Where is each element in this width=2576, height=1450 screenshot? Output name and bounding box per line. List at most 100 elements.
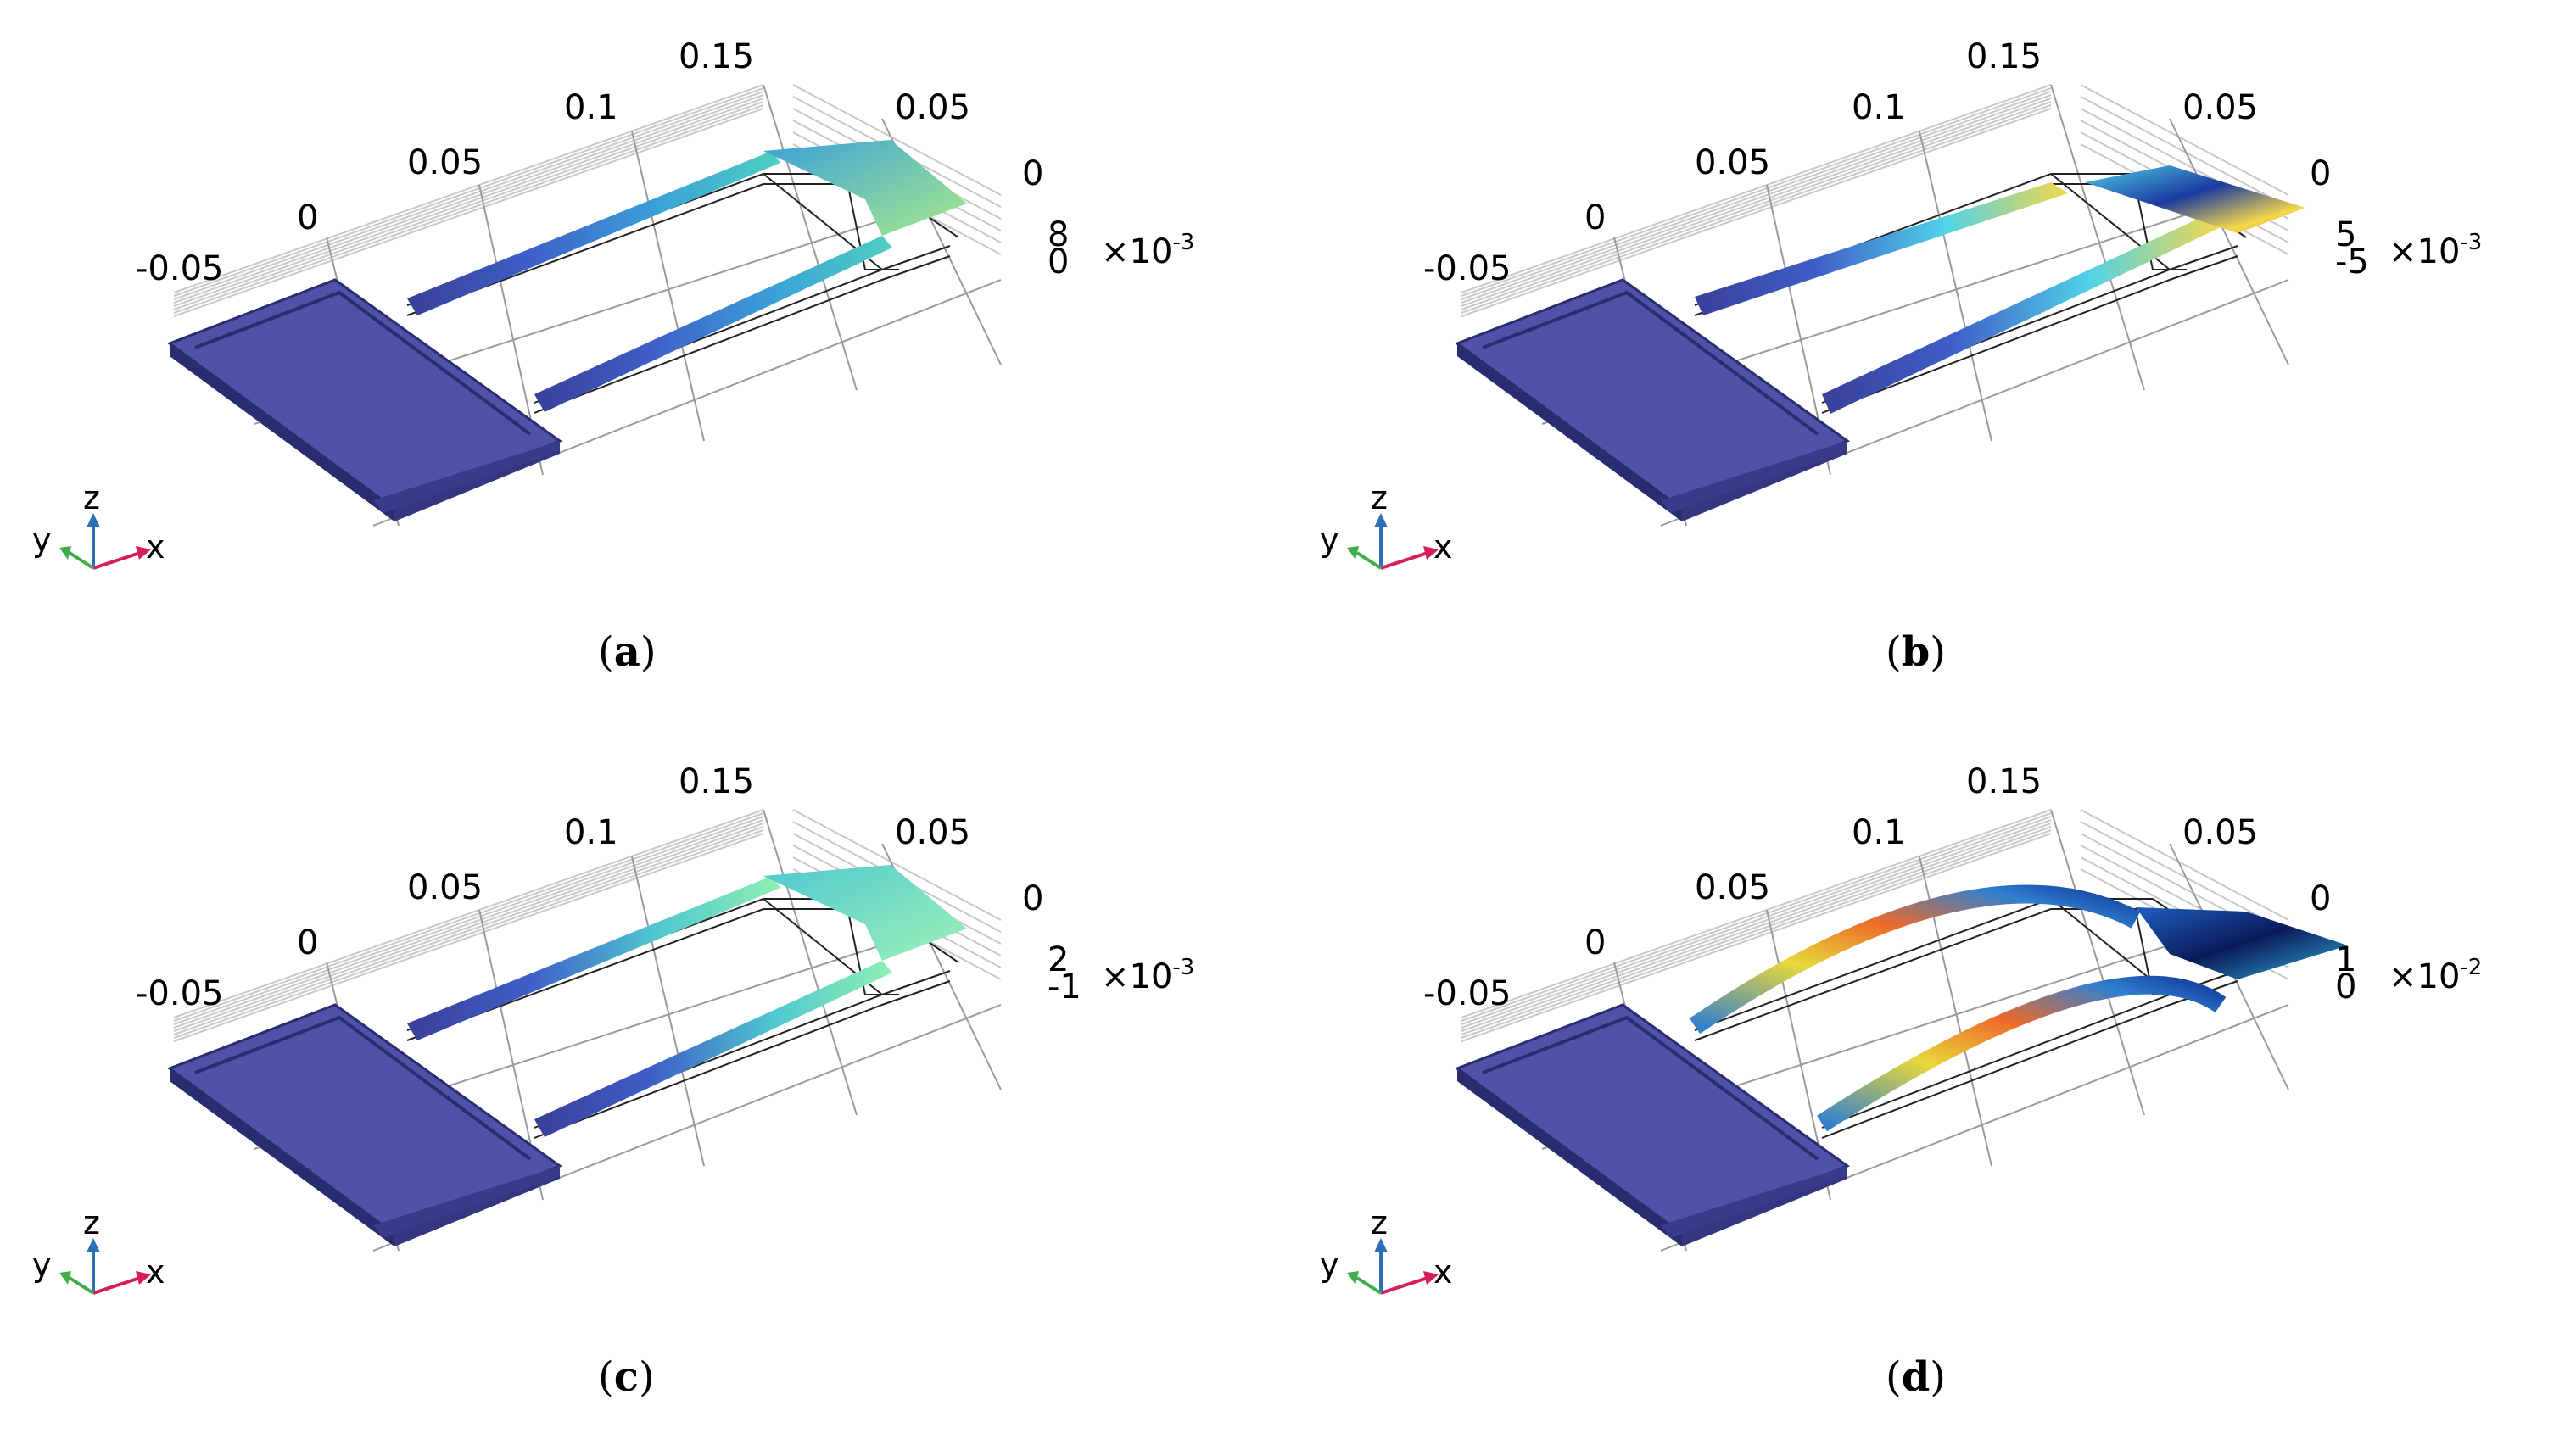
triad-z-label: z (83, 479, 100, 516)
caption-letter: b (1902, 628, 1931, 676)
x-tick-label: 0 (297, 923, 318, 962)
y-tick-label: 0 (2310, 879, 2331, 918)
panel-caption: (d) (1886, 1353, 1946, 1401)
y-tick-label: 0 (2310, 154, 2331, 193)
z-tick-label: 1 (2335, 940, 2356, 979)
axis-triad: z x y (32, 479, 165, 570)
triad-x-label: x (146, 528, 165, 566)
x-tick-label: -0.05 (1423, 974, 1512, 1013)
caption-letter: c (614, 1353, 639, 1401)
x-tick-label: -0.05 (136, 974, 224, 1013)
z-tick-labels: 10 (2335, 940, 2356, 1007)
tip-mass (2136, 907, 2348, 979)
y-tick-labels: 0.05 0 (2182, 813, 2331, 918)
deformed-beams (407, 876, 892, 1137)
exponent-power: -3 (2460, 230, 2482, 255)
y-tick-label: 0.05 (895, 88, 970, 127)
axis-triad: zxy (32, 1204, 165, 1295)
exponent-power: -2 (2460, 955, 2482, 980)
exponent-power: -3 (1172, 230, 1194, 255)
z-tick-label: 0 (2335, 968, 2356, 1007)
base-plate (1454, 1003, 1851, 1246)
exponent-base: ×10 (1101, 957, 1172, 996)
x-tick-label: 0.15 (679, 762, 754, 801)
x-tick-label: 0 (1584, 198, 1606, 237)
triad-y-label: y (32, 1246, 52, 1284)
x-tick-label: 0.05 (1695, 868, 1770, 907)
x-tick-label: 0 (1584, 923, 1606, 962)
z-tick-label: 5 (2335, 215, 2356, 254)
z-tick-labels: 80 (1048, 215, 1069, 282)
panel-caption: (b) (1886, 628, 1946, 676)
x-tick-label: 0.15 (1966, 37, 2042, 76)
x-tick-label: 0.1 (564, 813, 618, 852)
tip-mass (763, 140, 967, 236)
triad-z-label: z (1371, 479, 1388, 516)
z-tick-label: 0 (1048, 243, 1069, 282)
z-tick-labels: 5-5 (2335, 215, 2369, 282)
base-plate (1454, 278, 1851, 521)
exponent-label: ×10-3 (1101, 230, 1194, 271)
exponent-label: ×10-3 (2389, 230, 2482, 271)
x-tick-labels: -0.05 0 0.05 0.1 0.15 (136, 762, 754, 1013)
x-tick-label: 0.05 (407, 143, 483, 182)
y-tick-labels: 0.05 0 (895, 813, 1043, 918)
z-tick-labels: 2-1 (1048, 940, 1081, 1007)
triad-y-label: y (1320, 1246, 1339, 1284)
triad-x-label: x (1433, 528, 1453, 566)
exponent-label: ×10-2 (2389, 955, 2482, 996)
x-tick-label: 0 (297, 198, 318, 237)
exponent-base: ×10 (1101, 232, 1172, 271)
x-tick-label: 0.1 (1852, 813, 1906, 852)
y-tick-label: 0.05 (895, 813, 970, 852)
z-tick-label: -5 (2335, 243, 2369, 282)
z-tick-label: -1 (1048, 968, 1081, 1007)
y-tick-labels: 0.05 0 (895, 88, 1043, 193)
y-tick-label: 0 (1022, 879, 1043, 918)
grid-planes (1461, 809, 2289, 1042)
triad-z-label: z (1371, 1204, 1388, 1241)
exponent-base: ×10 (2389, 957, 2460, 996)
y-tick-label: 0.05 (2182, 813, 2258, 852)
base-plate (166, 278, 563, 521)
x-tick-label: 0.05 (407, 868, 483, 907)
x-tick-label: 0.1 (564, 88, 618, 127)
z-tick-label: 2 (1048, 940, 1069, 979)
triad-x-label: x (146, 1253, 165, 1291)
x-tick-label: -0.05 (1423, 249, 1512, 288)
tip-mass (763, 865, 967, 961)
triad-y-label: y (32, 521, 52, 559)
exponent-base: ×10 (2389, 232, 2460, 271)
x-tick-label: 0.15 (679, 37, 754, 76)
caption-letter: d (1902, 1353, 1931, 1401)
triad-x-label: x (1433, 1253, 1453, 1291)
axis-triad: z x y (1320, 1204, 1453, 1295)
grid-planes (173, 809, 1002, 1042)
z-tick-label: 8 (1048, 215, 1069, 254)
y-tick-label: 0.05 (2182, 88, 2258, 127)
y-tick-label: 0 (1022, 154, 1043, 193)
x-tick-label: 0.05 (1695, 143, 1770, 182)
x-tick-labels: -0.05 0 0.05 0.1 0.15 (136, 37, 754, 288)
x-tick-label: -0.05 (136, 249, 224, 288)
exponent-power: -3 (1172, 955, 1194, 980)
triad-y-label: y (1320, 521, 1339, 559)
exponent-label: ×10-3 (1101, 955, 1194, 996)
deformed-beams (1689, 884, 2227, 1132)
y-tick-labels: 0.05 0 (2182, 88, 2331, 193)
axis-triad: z x y (1320, 479, 1453, 570)
panel-caption: (a) (598, 628, 657, 676)
panel-caption: (c) (598, 1353, 655, 1401)
deformed-beams (1695, 182, 2221, 414)
deformed-beams (407, 151, 892, 412)
